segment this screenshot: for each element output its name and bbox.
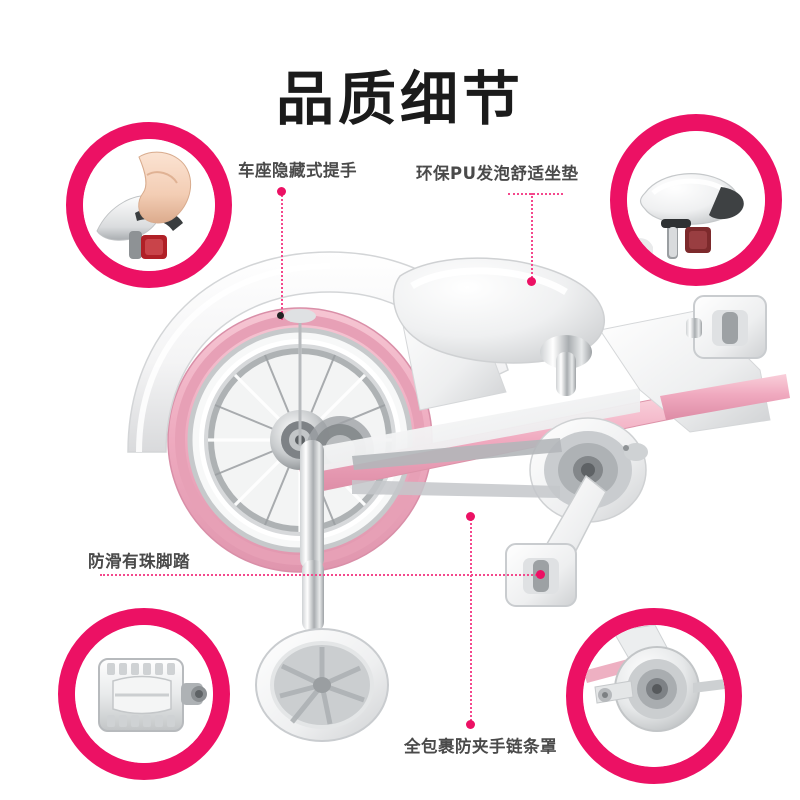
bubble-image-seat-handle <box>83 139 215 271</box>
page-title: 品质细节 <box>275 65 524 133</box>
bubble-image-pu-cushion <box>627 131 765 269</box>
seat-stay <box>284 309 316 446</box>
leader-dot-chainguard-top <box>466 512 475 521</box>
training-wheel <box>255 560 389 742</box>
callout-bubble-seat-handle <box>66 122 232 288</box>
saddle <box>392 257 605 396</box>
rear-frame-detail <box>623 443 648 461</box>
leader-dot-pedal-end <box>536 570 545 579</box>
bubble-image-anti-slip-pedal <box>75 625 213 763</box>
leader-dot-chainguard-end <box>466 720 475 729</box>
callout-bubble-pu-cushion <box>610 114 782 286</box>
chain-guard <box>352 417 647 523</box>
callout-label-chain-guard: 全包裹防夹手链条罩 <box>404 737 557 756</box>
callout-bubble-anti-slip-pedal <box>58 608 230 780</box>
leader-dot-cushion-end <box>527 277 536 286</box>
leader-dot-seat-handle-end <box>277 312 284 319</box>
bubble-image-chain-guard <box>583 625 725 767</box>
callout-label-seat-handle: 车座隐藏式提手 <box>238 161 357 180</box>
leader-dot-seat-handle-top <box>277 187 286 196</box>
callout-label-anti-slip-pedal: 防滑有珠脚踏 <box>88 552 190 571</box>
pedal-upper <box>686 295 767 359</box>
callout-label-pu-cushion: 环保PU发泡舒适坐垫 <box>416 164 579 183</box>
callout-bubble-chain-guard <box>566 608 742 784</box>
